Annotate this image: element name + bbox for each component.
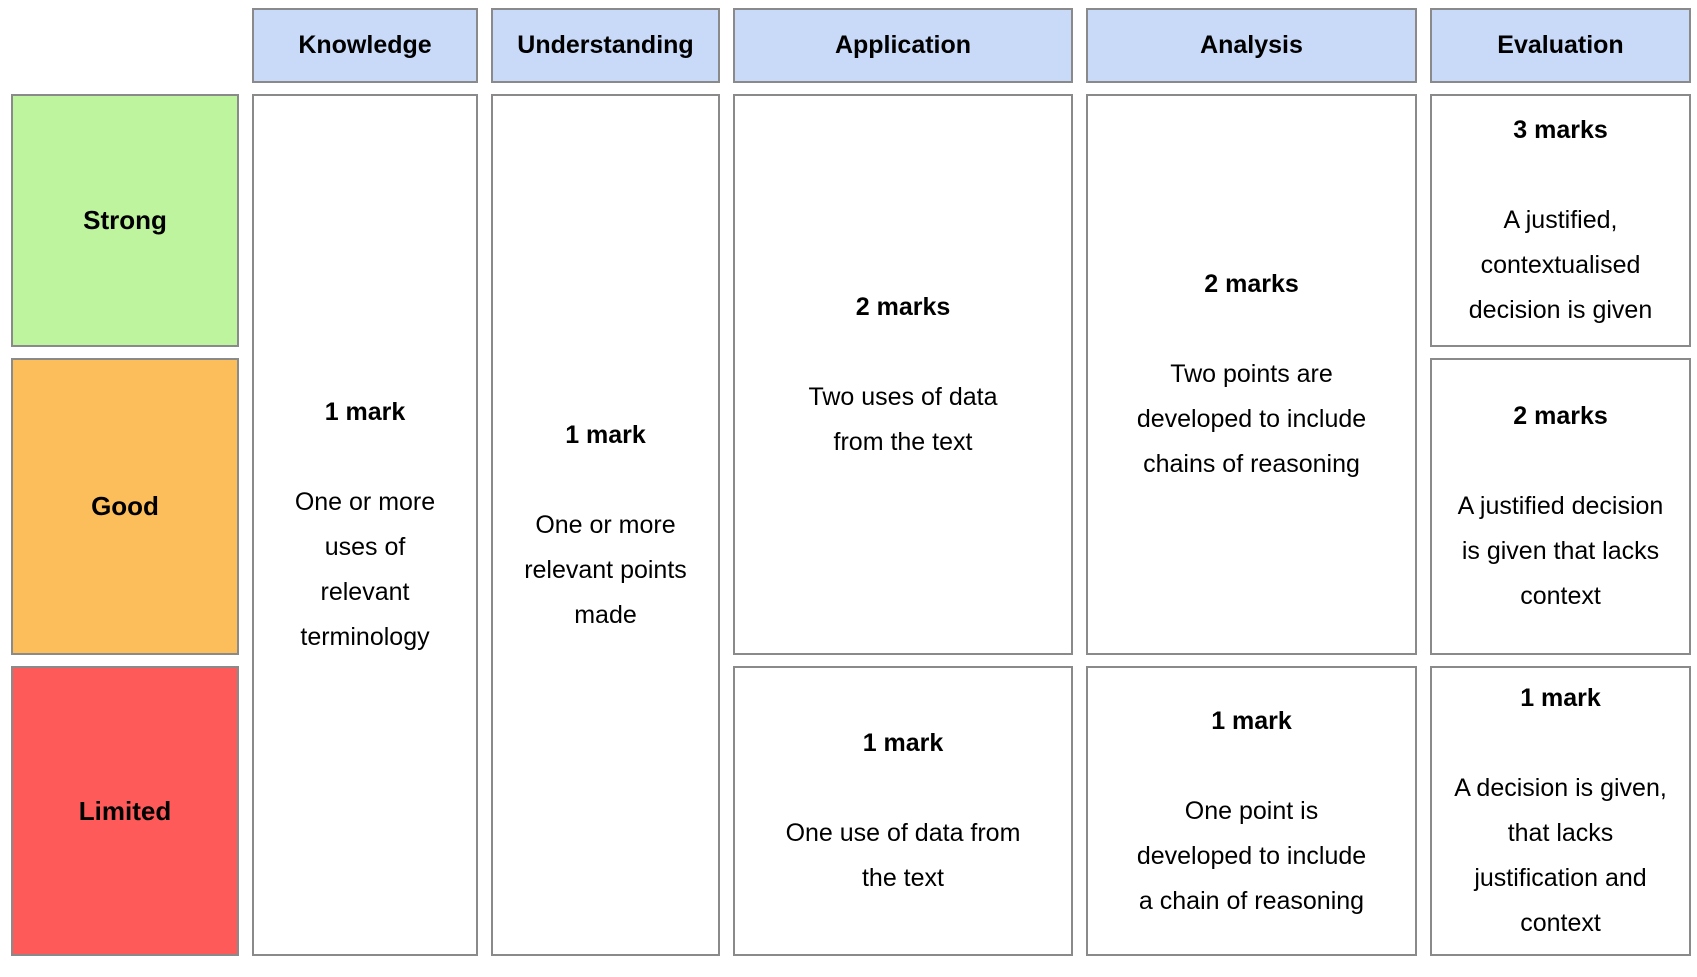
- marks-heading: 1 mark: [565, 420, 646, 449]
- cell-analysis-strong-good: 2 marks Two points are developed to incl…: [1086, 94, 1417, 655]
- cell-evaluation-good: 2 marks A justified decision is given th…: [1430, 358, 1691, 655]
- marks-description: One or more uses of relevant terminology: [294, 488, 436, 651]
- marks-description: A justified, contextualised decision is …: [1468, 206, 1653, 324]
- cell-evaluation-limited: 1 mark A decision is given, that lacks j…: [1430, 666, 1691, 956]
- marks-description: One or more relevant points made: [524, 510, 687, 629]
- cell-application-strong-good: 2 marks Two uses of data from the text: [733, 94, 1073, 655]
- marks-heading: 2 marks: [855, 292, 951, 321]
- marks-description: Two uses of data from the text: [808, 382, 998, 456]
- marks-heading: 1 mark: [862, 729, 944, 757]
- marks-heading: 2 marks: [1204, 270, 1299, 298]
- cell-knowledge-all-levels: 1 mark One or more uses of relevant term…: [252, 94, 478, 956]
- marks-heading: 2 marks: [1513, 402, 1608, 430]
- column-header-understanding: Understanding: [491, 8, 720, 83]
- cell-understanding-all-levels: 1 mark One or more relevant points made: [491, 94, 720, 956]
- row-label-strong: Strong: [11, 94, 239, 347]
- corner-spacer: [11, 8, 239, 83]
- cell-analysis-limited: 1 mark One point is developed to include…: [1086, 666, 1417, 956]
- marking-rubric-table: Knowledge Understanding Application Anal…: [11, 8, 1697, 956]
- column-header-analysis: Analysis: [1086, 8, 1417, 83]
- marks-heading: 1 mark: [1520, 684, 1601, 712]
- marks-description: A justified decision is given that lacks…: [1457, 492, 1664, 610]
- marks-heading: 1 mark: [324, 398, 406, 426]
- marks-description: Two points are developed to include chai…: [1136, 360, 1367, 478]
- column-header-application: Application: [733, 8, 1073, 83]
- marks-description: One use of data from the text: [785, 819, 1021, 892]
- row-label-limited: Limited: [11, 666, 239, 956]
- row-label-good: Good: [11, 358, 239, 655]
- marks-description: A decision is given, that lacks justific…: [1454, 774, 1667, 937]
- column-header-evaluation: Evaluation: [1430, 8, 1691, 83]
- marks-description: One point is developed to include a chai…: [1136, 796, 1367, 915]
- marks-heading: 3 marks: [1513, 116, 1608, 144]
- cell-evaluation-strong: 3 marks A justified, contextualised deci…: [1430, 94, 1691, 347]
- cell-application-limited: 1 mark One use of data from the text: [733, 666, 1073, 956]
- marks-heading: 1 mark: [1211, 706, 1292, 735]
- column-header-knowledge: Knowledge: [252, 8, 478, 83]
